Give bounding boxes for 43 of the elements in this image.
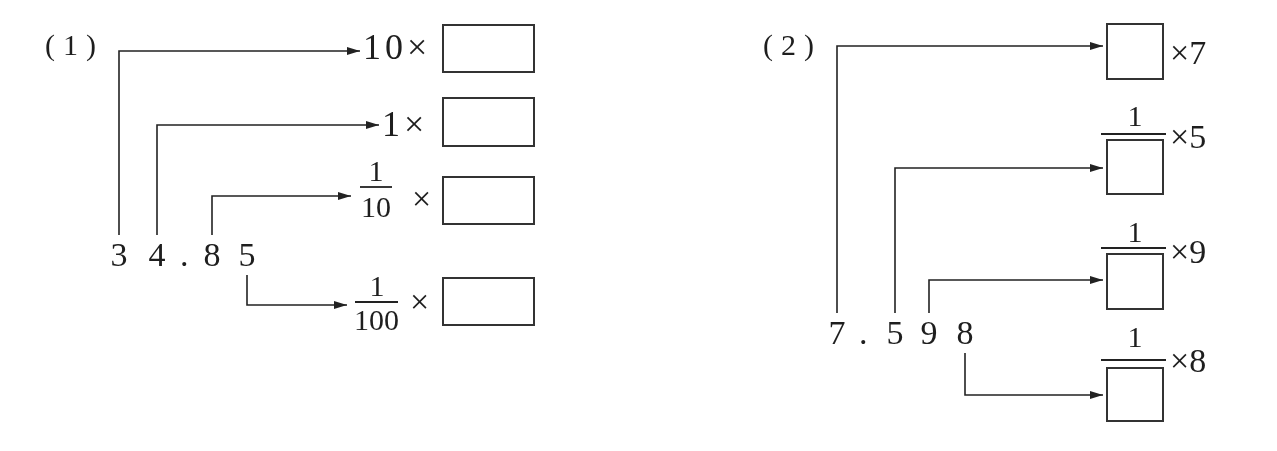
multiplier-text: ×8 (1170, 344, 1207, 378)
multiplier-text: 10× (363, 29, 432, 65)
numerator: 1 (369, 271, 385, 301)
arrow (118, 47, 361, 236)
number-digit: 5 (886, 316, 904, 350)
part-label: (2) (763, 30, 822, 60)
answer-box (1106, 23, 1164, 80)
answer-box (1106, 367, 1164, 422)
arrow (894, 164, 1104, 314)
arrow (156, 121, 380, 236)
number-digit: 9 (920, 316, 938, 350)
multiplier-text: 1× (382, 106, 429, 142)
decimal-point: . (180, 238, 189, 272)
arrow (928, 276, 1104, 314)
number-digit: 5 (238, 238, 256, 272)
numerator: 1 (1127, 322, 1143, 352)
arrow (246, 274, 348, 309)
denominator: 10 (361, 192, 391, 222)
times-sign: × (410, 284, 430, 319)
answer-box (1106, 139, 1164, 195)
answer-box (442, 24, 535, 73)
multiplier-text: ×7 (1170, 36, 1207, 70)
multiplier-text: ×5 (1170, 120, 1207, 154)
denominator: 100 (354, 305, 399, 335)
arrow (211, 192, 352, 236)
number-digit: 4 (148, 238, 166, 272)
numerator: 1 (1127, 101, 1143, 131)
decimal-point: . (859, 316, 868, 350)
answer-box (442, 277, 535, 326)
answer-box (442, 176, 535, 225)
number-digit: 7 (828, 316, 846, 350)
number-digit: 8 (956, 316, 974, 350)
arrow (836, 42, 1104, 314)
times-sign: × (412, 182, 432, 216)
multiplier-text: ×9 (1170, 235, 1207, 269)
numerator: 1 (368, 156, 384, 186)
numerator: 1 (1127, 217, 1143, 247)
number-digit: 8 (203, 238, 221, 272)
answer-box (1106, 253, 1164, 310)
part-label: (1) (45, 30, 104, 60)
number-digit: 3 (110, 238, 128, 272)
answer-box (442, 97, 535, 147)
arrow (964, 352, 1104, 399)
